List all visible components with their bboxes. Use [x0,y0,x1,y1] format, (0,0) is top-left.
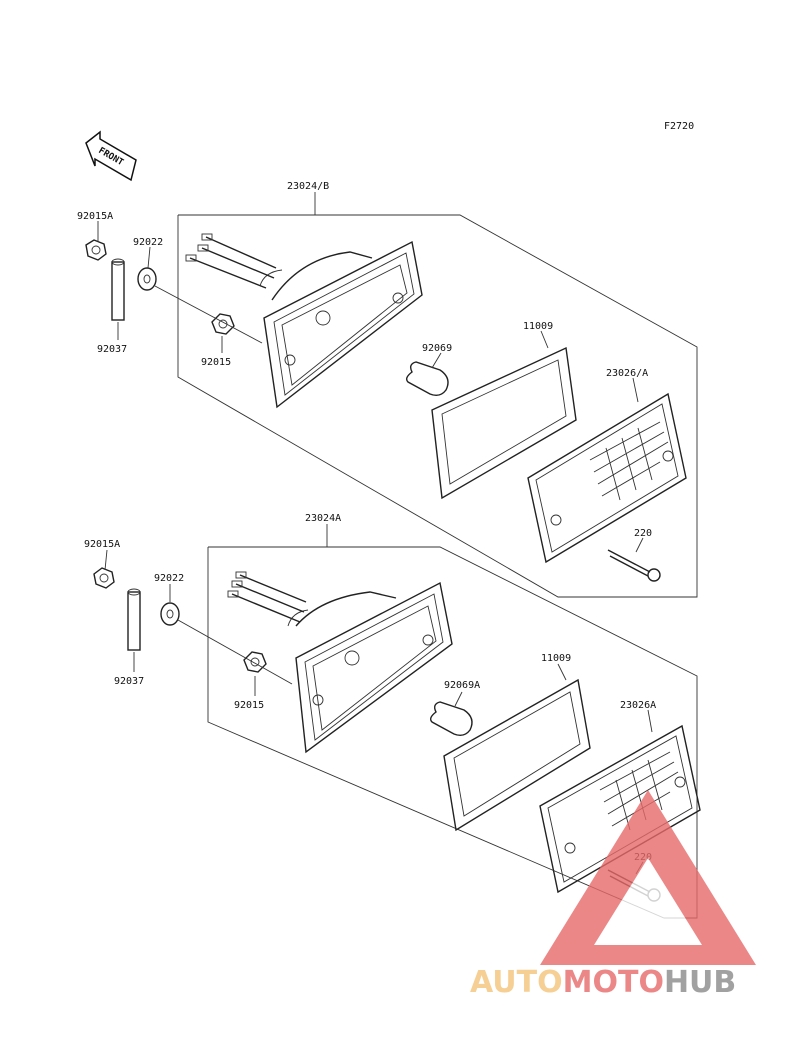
upper-housing [185,233,423,409]
upper-gasket [431,346,577,500]
figure-code: F2720 [664,121,694,132]
lower-gasket [443,678,591,832]
upper-lens [527,392,687,564]
upper-washer [137,267,157,291]
upper-nut-a-label: 92015A [77,211,113,222]
lower-housing [227,571,453,754]
upper-lens-label: 23026/A [606,368,648,379]
lower-nut-a [93,567,115,589]
lower-washer-label: 92022 [154,573,184,584]
upper-collar [111,258,125,321]
watermark-part-hub: HUB [664,965,736,1000]
lower-bulb-label: 92069A [444,680,480,691]
upper-screw [607,549,661,582]
lower-assembly: 23024A 92015A 92022 92037 92015 92069A 1… [84,513,701,919]
lower-nut-label: 92015 [234,700,264,711]
front-arrow-icon: FRONT [85,130,137,182]
upper-bulb-label: 92069 [422,343,452,354]
lower-gasket-label: 11009 [541,653,571,664]
upper-housing-label: 23024/B [287,181,329,192]
upper-collar-label: 92037 [97,344,127,355]
upper-washer-label: 92022 [133,237,163,248]
watermark-text: AUTOMOTOHUB [470,965,736,1000]
upper-leader-lines [97,192,644,553]
upper-gasket-label: 11009 [523,321,553,332]
lower-lens-label: 23026A [620,700,656,711]
watermark-part-moto: MOTO [563,965,664,1000]
upper-nut-a [85,239,107,261]
upper-nut-label: 92015 [201,357,231,368]
watermark-part-auto: AUTO [470,965,563,1000]
lower-collar [127,588,141,651]
lower-collar-label: 92037 [114,676,144,687]
lower-nut [243,651,267,673]
lower-washer [160,602,180,626]
watermark-logo: AUTOMOTOHUB [470,790,756,1000]
lower-bulb [429,701,473,737]
upper-assembly: 23024/B 92015A 92022 92037 92015 92069 1… [77,181,698,598]
upper-nut [211,313,235,335]
upper-bulb [405,361,449,397]
upper-screw-label: 220 [634,528,652,539]
lower-nut-a-label: 92015A [84,539,120,550]
lower-housing-label: 23024A [305,513,341,524]
upper-frame [177,214,698,598]
